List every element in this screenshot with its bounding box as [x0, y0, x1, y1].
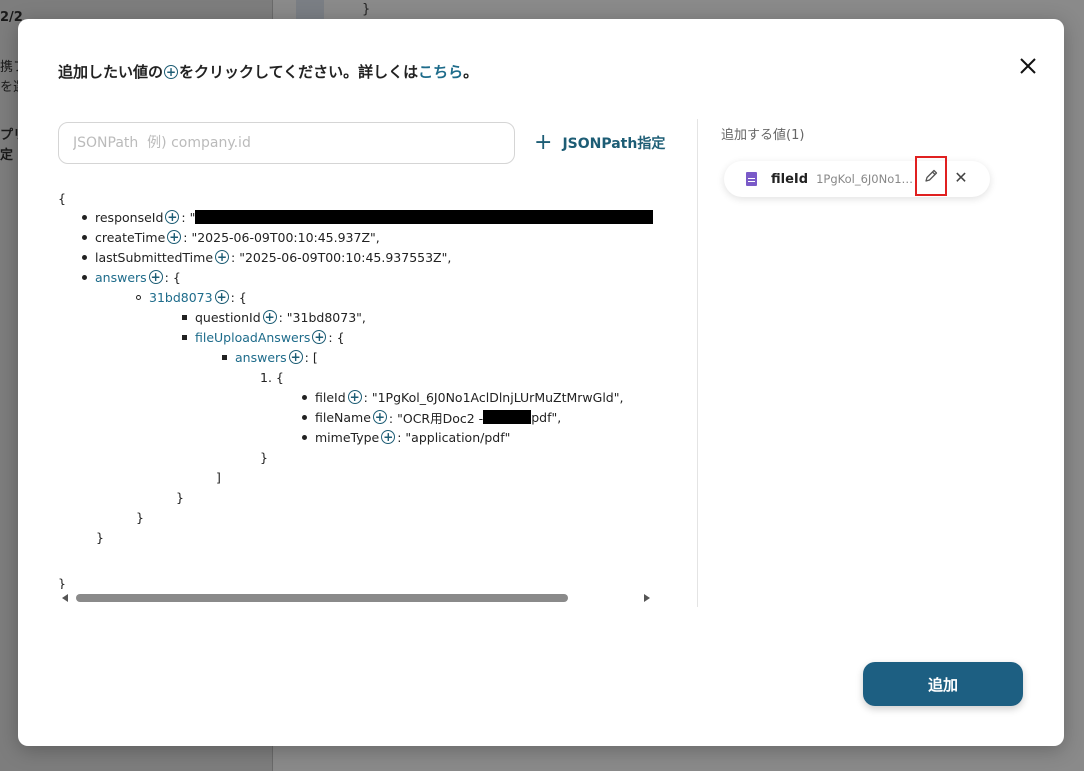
- answers-open: : {: [164, 269, 181, 285]
- tree-row-31bd8073: 31bd8073 + : {: [136, 288, 247, 306]
- bullet: [302, 434, 307, 440]
- scrollbar-thumb[interactable]: [76, 594, 568, 602]
- add-value-modal: 追加したい値の + をクリックしてください。詳しくは こちら 。 + JSONP…: [18, 19, 1064, 746]
- add-responseId-icon[interactable]: +: [165, 210, 180, 224]
- instruction-text: 追加したい値の + をクリックしてください。詳しくは こちら 。: [58, 61, 478, 82]
- page-indicator: 2/2: [0, 10, 23, 25]
- bg-snippet: 定: [0, 148, 14, 163]
- redacted-block: [483, 410, 532, 424]
- value-fileName-suffix: pdf",: [531, 409, 562, 425]
- bullet: [222, 354, 227, 360]
- close-icon[interactable]: [1016, 55, 1040, 79]
- scroll-right-icon[interactable]: [644, 594, 650, 602]
- close-icon-svg: [1020, 58, 1036, 74]
- remove-value-icon[interactable]: ✕: [954, 168, 968, 187]
- instruction-middle: をクリックしてください。詳しくは: [179, 63, 419, 81]
- bullet: [136, 294, 141, 300]
- horizontal-scrollbar[interactable]: [58, 592, 658, 604]
- tree-row-fileId: fileId + : "1PgKol_6J0No1AclDlnjLUrMuZtM…: [302, 388, 623, 406]
- tree-close-brace: }: [96, 529, 104, 545]
- selected-value-chip[interactable]: fileId 1PgKol_6J0No1AclDlnjLUrMuZtMrwGld: [724, 161, 990, 197]
- tree-close-brace: }: [176, 489, 184, 505]
- help-link[interactable]: こちら: [418, 63, 464, 81]
- key-mimeType: mimeType: [315, 429, 380, 445]
- document-icon: [746, 172, 757, 186]
- chip-value: 1PgKol_6J0No1AclDlnjLUrMuZtMrwGld: [816, 172, 917, 186]
- bullet: [82, 234, 87, 240]
- background-code-brace: }: [362, 2, 371, 17]
- add-createTime-icon[interactable]: +: [167, 230, 182, 244]
- key-questionId: questionId: [195, 309, 261, 325]
- plus-icon: +: [534, 130, 553, 155]
- add-answers-icon[interactable]: +: [148, 270, 163, 284]
- panel-divider: [697, 119, 698, 607]
- redacted-block: [195, 210, 654, 224]
- tree-row-responseId: responseId + : ": [82, 208, 654, 226]
- key-fileUploadAnswers[interactable]: fileUploadAnswers: [195, 329, 311, 345]
- value-fileName-prefix: : "OCR用Doc2 -: [388, 410, 484, 426]
- key-createTime: createTime: [95, 229, 166, 245]
- tree-row-inner-answers: answers + : [: [222, 348, 318, 366]
- bullet: [302, 394, 307, 400]
- add-button[interactable]: 追加: [863, 662, 1023, 706]
- key-fileName: fileName: [315, 409, 371, 425]
- jsonpath-specify-button[interactable]: + JSONPath指定: [534, 130, 666, 155]
- jsonpath-specify-label: JSONPath指定: [562, 136, 666, 152]
- bullet: [302, 414, 307, 420]
- value-mimeType: : "application/pdf": [397, 429, 511, 445]
- tree-row-fileName: fileName + : "OCR用Doc2 - pdf",: [302, 408, 561, 426]
- add-fileId-icon[interactable]: +: [347, 390, 362, 404]
- add-lastSubmittedTime-icon[interactable]: +: [215, 250, 230, 264]
- tree-row-mimeType: mimeType + : "application/pdf": [302, 428, 510, 446]
- pencil-icon: [925, 169, 938, 182]
- add-mimeType-icon[interactable]: +: [381, 430, 396, 444]
- bullet: [182, 314, 187, 320]
- background-gutter: [296, 0, 324, 20]
- value-createTime: : "2025-06-09T00:10:45.937Z",: [183, 229, 380, 245]
- tree-close-brace: }: [136, 509, 144, 525]
- inner-answers-open: : [: [304, 349, 318, 365]
- tree-close-bracket: ]: [216, 469, 221, 485]
- tree-row-createTime: createTime + : "2025-06-09T00:10:45.937Z…: [82, 228, 380, 246]
- scroll-left-icon[interactable]: [62, 594, 68, 602]
- selected-values-title: 追加する値(1): [721, 128, 805, 143]
- item-open: : {: [230, 289, 247, 305]
- bullet: [182, 334, 187, 340]
- tree-row-fileUploadAnswers: fileUploadAnswers + : {: [182, 328, 345, 346]
- fileUploadAnswers-open: : {: [328, 329, 345, 345]
- tree-row-answers: answers + : {: [82, 268, 181, 286]
- add-inner-answers-icon[interactable]: +: [288, 350, 303, 364]
- tree-open-brace: {: [58, 190, 66, 206]
- tree-close-brace: }: [260, 449, 268, 465]
- add-fileUploadAnswers-icon[interactable]: +: [312, 330, 327, 344]
- key-answers[interactable]: answers: [95, 269, 147, 285]
- edit-value-button[interactable]: [915, 156, 947, 196]
- plus-circle-icon: +: [164, 64, 179, 79]
- value-questionId: : "31bd8073",: [278, 309, 366, 325]
- tree-row-questionId: questionId + : "31bd8073",: [182, 308, 366, 326]
- value-fileId: : "1PgKol_6J0No1AclDlnjLUrMuZtMrwGld",: [363, 389, 624, 405]
- bullet: [82, 214, 87, 220]
- add-fileName-icon[interactable]: +: [372, 410, 387, 424]
- key-inner-answers[interactable]: answers: [235, 349, 287, 365]
- key-lastSubmittedTime: lastSubmittedTime: [95, 249, 214, 265]
- json-tree: { responseId + : " createTime + : "2025-…: [58, 189, 662, 589]
- jsonpath-input[interactable]: [58, 122, 515, 164]
- add-questionId-icon[interactable]: +: [262, 310, 277, 324]
- tree-list-number: 1. {: [260, 369, 284, 385]
- chip-name: fileId: [771, 171, 809, 187]
- bullet: [82, 254, 87, 260]
- key-31bd8073[interactable]: 31bd8073: [149, 289, 213, 305]
- value-responseId-prefix: : ": [181, 209, 196, 225]
- tree-row-lastSubmittedTime: lastSubmittedTime + : "2025-06-09T00:10:…: [82, 248, 451, 266]
- bullet: [82, 274, 87, 280]
- instruction-suffix: 。: [463, 63, 479, 81]
- key-responseId: responseId: [95, 209, 164, 225]
- add-31bd8073-icon[interactable]: +: [214, 290, 229, 304]
- value-lastSubmittedTime: : "2025-06-09T00:10:45.937553Z",: [231, 249, 452, 265]
- instruction-prefix: 追加したい値の: [58, 63, 164, 81]
- key-fileId: fileId: [315, 389, 346, 405]
- tree-close-brace: }: [58, 575, 66, 590]
